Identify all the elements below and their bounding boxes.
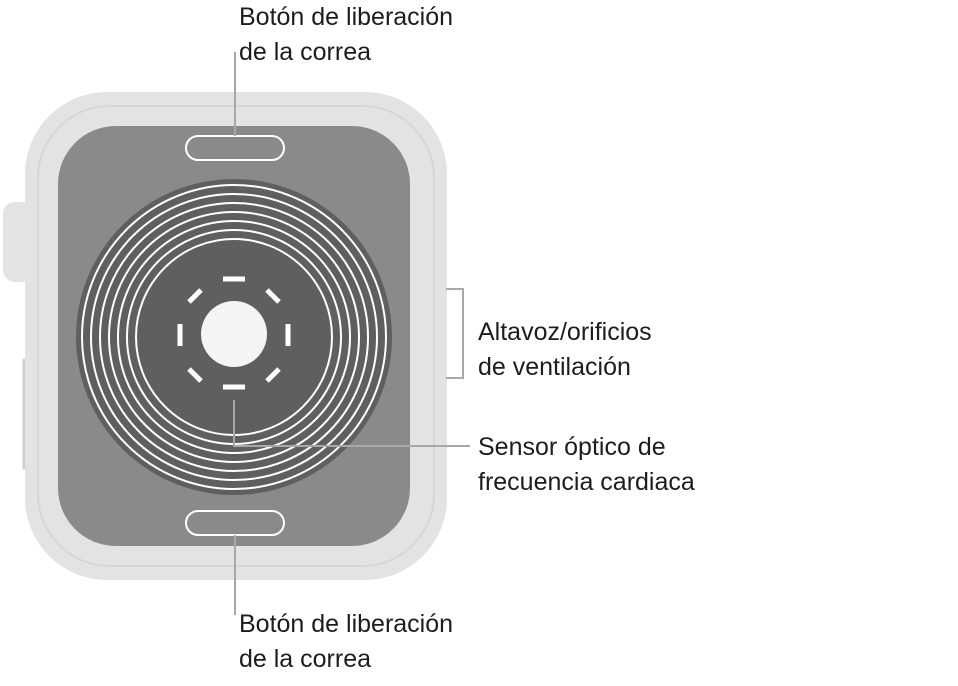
sensor-ring <box>90 193 378 481</box>
led-dash <box>187 367 203 383</box>
callout-line: Altavoz/orificios <box>478 318 652 346</box>
sensor-ring <box>117 220 351 454</box>
band-release-button-top <box>185 135 285 161</box>
callout-line: de ventilación <box>478 353 631 381</box>
sensor-ring <box>81 184 387 490</box>
callout-line: Sensor óptico de <box>478 433 666 461</box>
led-dash <box>265 367 281 383</box>
callout-band-release-top: Botón de liberación de la correa <box>239 0 453 70</box>
speaker-bracket <box>446 288 464 379</box>
led-dash <box>187 288 203 304</box>
leader-line-heart-rate-sensor <box>233 400 470 447</box>
callout-line: de la correa <box>239 38 372 66</box>
sensor-ring <box>108 211 360 463</box>
callout-band-release-bottom: Botón de liberación de la correa <box>239 607 453 677</box>
callout-line: frecuencia cardiaca <box>478 468 695 496</box>
led-dashes <box>177 276 291 390</box>
band-release-button-bottom <box>185 510 285 536</box>
sensor-ring <box>99 202 369 472</box>
leader-lines <box>233 52 470 615</box>
callout-line: de la correa <box>239 645 372 673</box>
callout-speaker-vents: Altavoz/orificios de ventilación <box>478 315 652 385</box>
callout-heart-rate-sensor: Sensor óptico de frecuencia cardiaca <box>478 430 695 500</box>
led-dash <box>265 288 281 304</box>
callout-line: Botón de liberación <box>239 610 454 638</box>
optical-sensor-center <box>201 301 267 367</box>
callout-line: Botón de liberación <box>239 3 454 31</box>
